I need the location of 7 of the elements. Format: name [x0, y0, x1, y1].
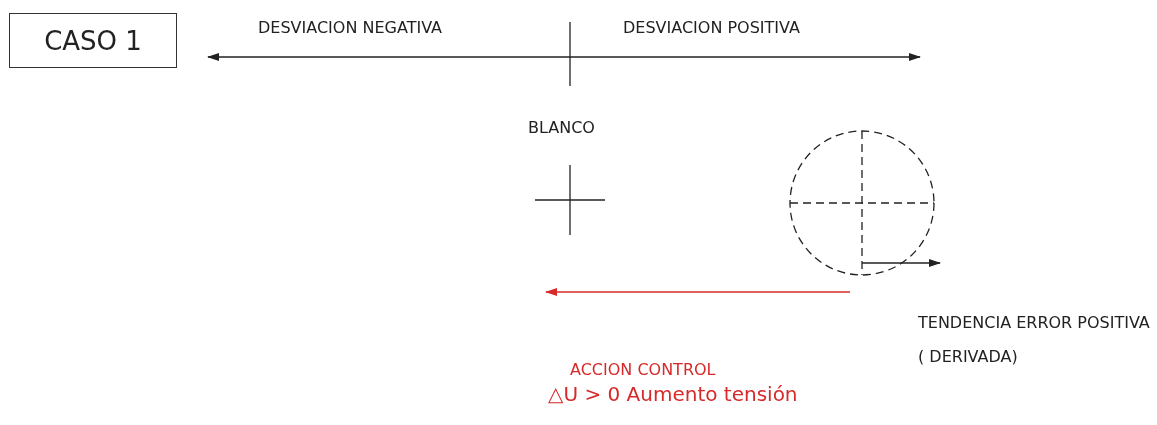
action-label: △U > 0 Aumento tensión [548, 382, 798, 406]
case-box: CASO 1 [9, 13, 177, 68]
axis-label: DESVIACION POSITIVA [623, 18, 800, 37]
trend-label: TENDENCIA ERROR POSITIVA ( DERIVADA) [918, 312, 1151, 368]
action-label: ACCION CONTROL [570, 360, 716, 379]
target-label: BLANCO [528, 118, 595, 137]
axis-label: DESVIACION NEGATIVA [258, 18, 442, 37]
